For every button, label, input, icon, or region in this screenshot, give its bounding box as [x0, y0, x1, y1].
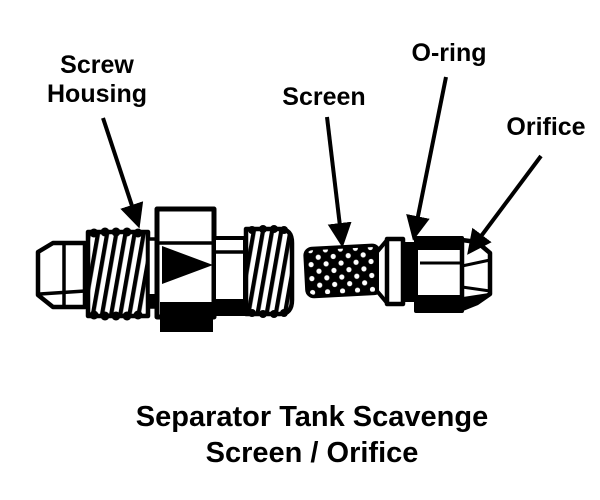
label-o-ring: O-ring	[411, 39, 487, 67]
label-screw-housing: Screw Housing	[37, 51, 157, 109]
leader-arrow-orifice	[467, 154, 543, 255]
diagram-caption: Separator Tank Scavenge Screen / Orifice	[62, 399, 562, 471]
hex-step-shadow	[148, 294, 157, 307]
separator-tank-diagram	[35, 76, 543, 332]
label-screw-housing-line1: Screw	[60, 51, 134, 79]
leader-arrow-screen	[325, 116, 352, 248]
label-screw-housing-line2: Housing	[47, 80, 147, 108]
o-ring-drawing	[403, 242, 416, 302]
leader-arrow-screw-housing	[101, 117, 144, 229]
nose-bottom-line	[39, 289, 86, 296]
hex-shadow-base	[160, 302, 213, 332]
flow-arrow-mark	[162, 246, 213, 284]
leader-arrows	[101, 76, 543, 255]
caption-line1: Separator Tank Scavenge	[135, 401, 489, 433]
caption-line2: Screen / Orifice	[205, 437, 419, 469]
thread-section-right	[243, 226, 295, 317]
leader-arrow-o-ring	[406, 76, 448, 241]
orifice-drawing	[414, 236, 493, 313]
screen-drawing	[303, 243, 383, 299]
screen-orifice-drawing	[303, 236, 493, 313]
screw-housing-drawing	[35, 206, 295, 332]
flare-nose	[35, 240, 88, 310]
collar-shadow	[214, 299, 245, 314]
o-ring-groove	[384, 236, 406, 307]
thread-section-left	[85, 229, 151, 319]
label-orifice: Orifice	[506, 113, 586, 141]
label-screen: Screen	[282, 83, 366, 111]
